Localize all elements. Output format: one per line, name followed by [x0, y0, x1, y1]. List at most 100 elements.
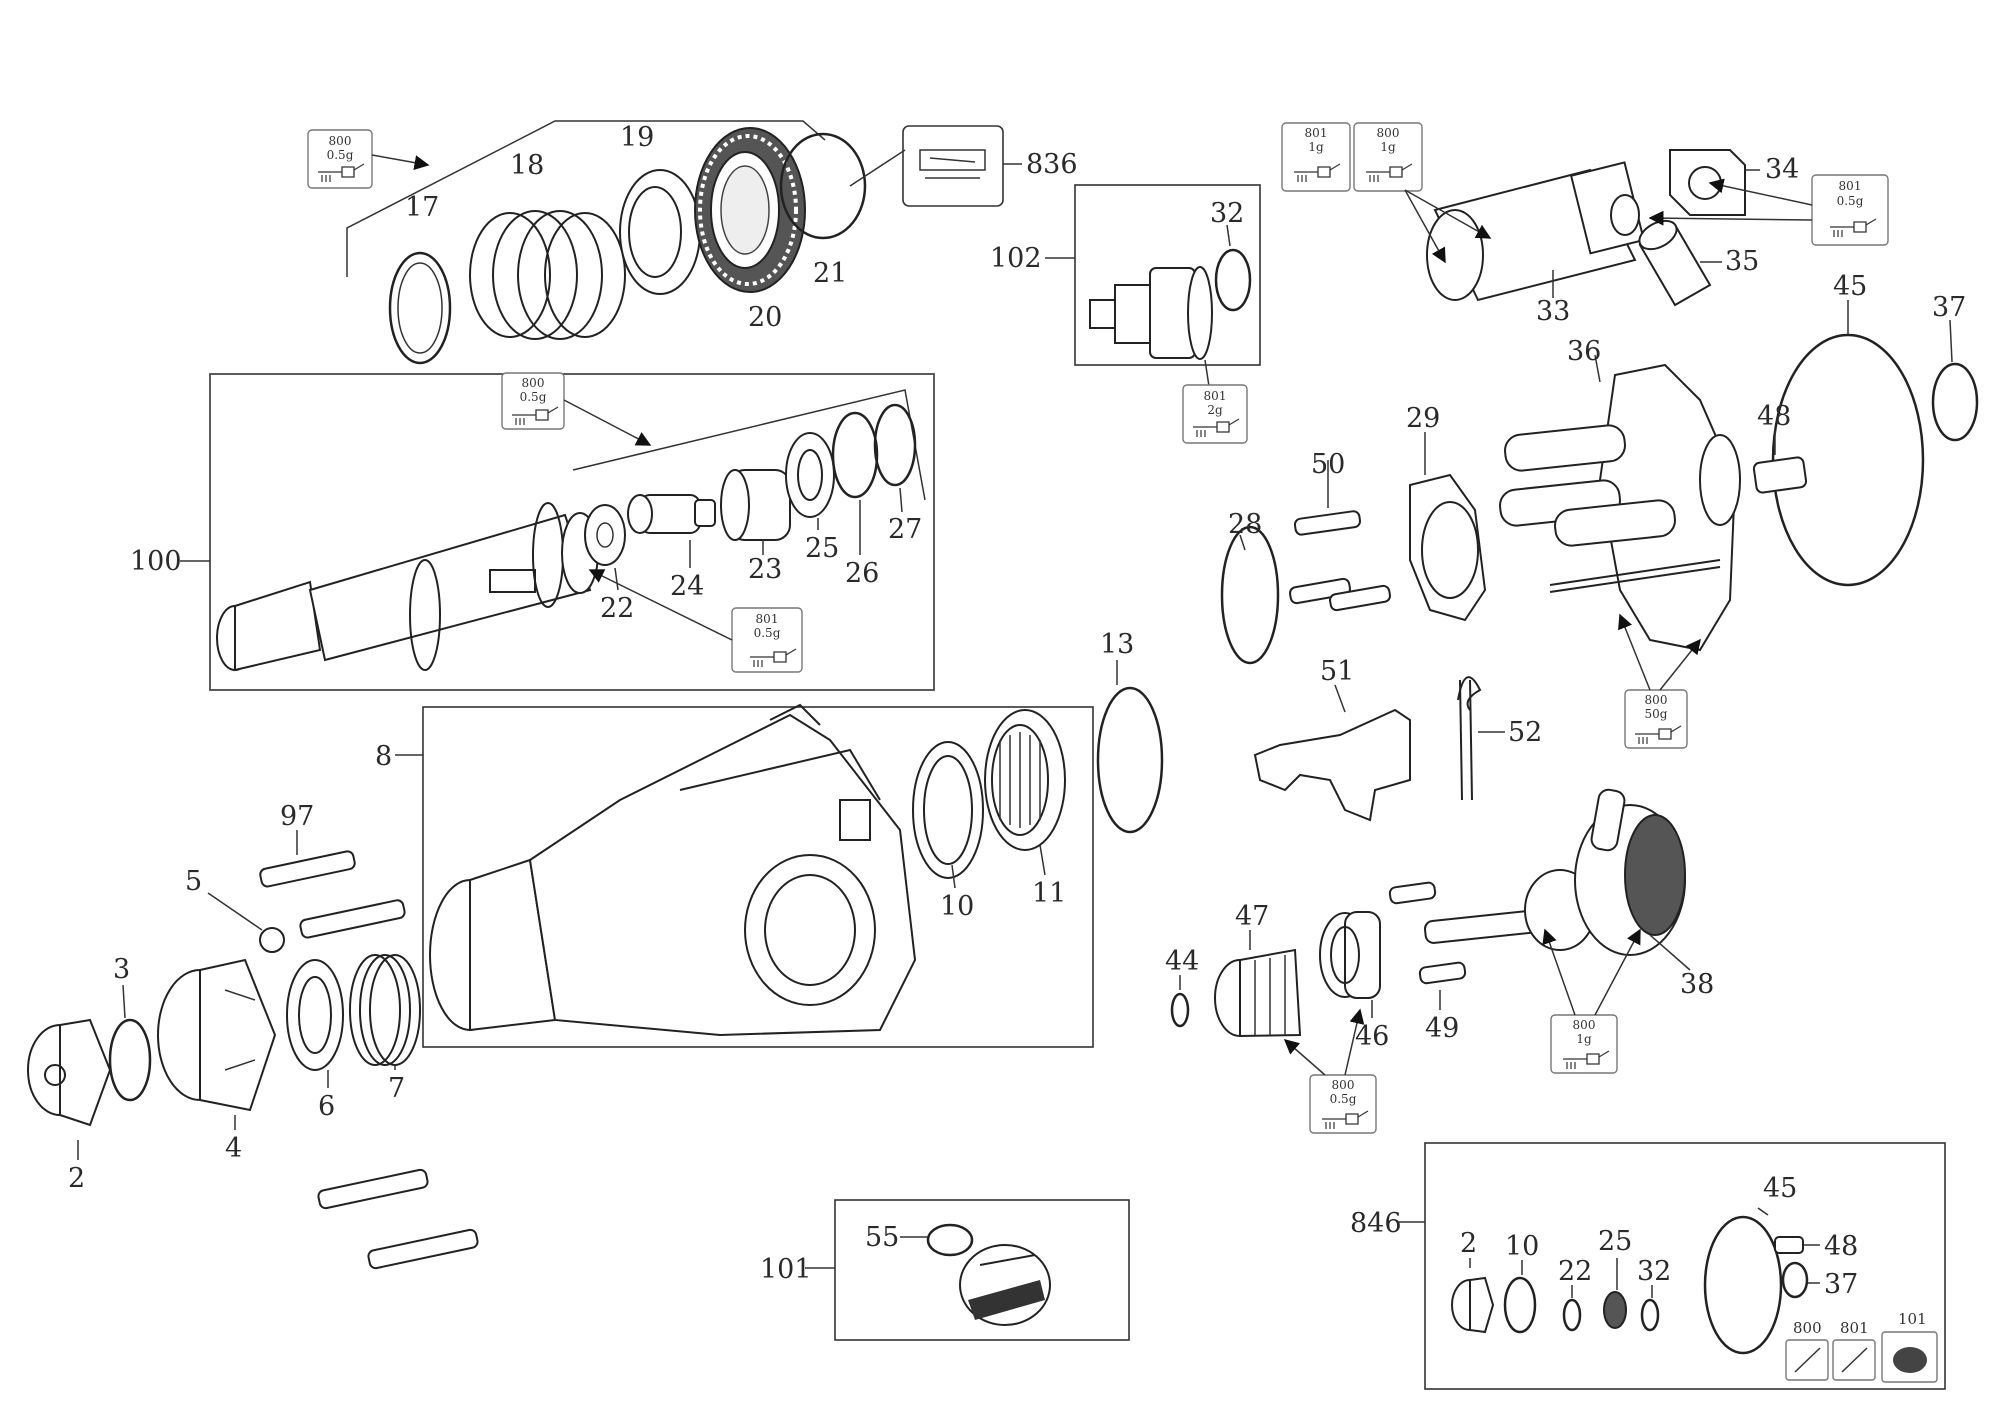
chuck-parts: [27, 830, 479, 1270]
callout: 18: [510, 150, 544, 181]
kit-label: 101: [1898, 1310, 1927, 1328]
grease-tag: 800 1g: [1353, 122, 1423, 192]
seal-10: [912, 741, 984, 879]
callout: 25: [805, 533, 839, 564]
svg-text:800: 800: [1645, 693, 1668, 707]
clutch-ring-19: [619, 169, 701, 295]
assembly-101: [805, 1199, 1130, 1341]
svg-text:800: 800: [1332, 1078, 1355, 1092]
kit-washer-22: [1562, 1298, 1582, 1332]
grease-tag: 800 0.5g: [1309, 1074, 1377, 1134]
kit-pin-48: [1774, 1236, 1804, 1254]
callout: 97: [280, 801, 314, 832]
callout: 3: [113, 954, 130, 985]
pin-35: [1638, 219, 1712, 307]
ring-17: [388, 251, 452, 365]
callout: 2: [68, 1163, 85, 1194]
o-ring-32: [1214, 248, 1252, 312]
clip-kit-836: [902, 125, 1004, 207]
callout: 55: [865, 1222, 899, 1253]
callout: 44: [1165, 946, 1199, 977]
grease-tag: 800 0.5g: [307, 129, 373, 189]
callout: 13: [1100, 629, 1134, 660]
washer-44: [1170, 992, 1190, 1028]
callout: 34: [1765, 154, 1799, 185]
grease-tag: 801 1g: [1281, 122, 1351, 192]
callout: 11: [1032, 878, 1066, 909]
kit-gasket-45: [1703, 1215, 1783, 1355]
callout: 35: [1725, 246, 1759, 277]
callout: 7: [388, 1073, 405, 1104]
callout: 836: [1026, 149, 1078, 180]
svg-text:1g: 1g: [1380, 140, 1396, 154]
svg-text:1g: 1g: [1308, 140, 1324, 154]
pin-48: [1752, 456, 1808, 494]
callout: 33: [1536, 296, 1570, 327]
block-34: [1669, 149, 1746, 216]
callout: 29: [1406, 403, 1440, 434]
svg-text:0.5g: 0.5g: [1330, 1092, 1357, 1106]
cap-2: [27, 1018, 112, 1127]
callout-labels: 17 18 19 20 21 836 102 32 33 34 35 36 37…: [68, 122, 1966, 1337]
washer-22: [584, 504, 626, 566]
kit-seal-10: [1503, 1276, 1537, 1334]
svg-text:2g: 2g: [1207, 403, 1223, 417]
bracket-51: [1253, 708, 1411, 822]
callout: 27: [888, 514, 922, 545]
grease-tag: 801 2g: [1182, 384, 1248, 444]
svg-text:0.5g: 0.5g: [327, 148, 354, 162]
svg-text:0.5g: 0.5g: [754, 626, 781, 640]
callout: 22: [1558, 1256, 1592, 1287]
sleeve-46: [1319, 911, 1381, 999]
motor-plate-group: 800 50g: [1499, 300, 1979, 749]
kit-label: 800: [1793, 1319, 1822, 1337]
callout: 45: [1763, 1173, 1797, 1204]
callout: 48: [1824, 1231, 1858, 1262]
sleeve-4: [157, 958, 277, 1112]
callout: 50: [1311, 449, 1345, 480]
callout: 28: [1228, 509, 1262, 540]
callout: 37: [1932, 292, 1966, 323]
callout: 21: [813, 258, 847, 289]
svg-text:801: 801: [1204, 389, 1227, 403]
svg-text:801: 801: [756, 612, 779, 626]
callout: 19: [620, 122, 654, 153]
callout: 17: [405, 192, 439, 223]
callout: 20: [748, 302, 782, 333]
screws-49: [1388, 881, 1467, 985]
grease-tag: 800 0.5g: [501, 372, 565, 430]
callout: 4: [225, 1133, 242, 1164]
kit-o-ring-32: [1640, 1298, 1660, 1332]
svg-text:801: 801: [1839, 179, 1862, 193]
spindle-body: [216, 502, 599, 672]
anvil-part: [1089, 266, 1213, 360]
callout: 48: [1757, 401, 1791, 432]
drive-parts: 800 1g 800 0.5g: [1170, 788, 1691, 1134]
svg-text:0.5g: 0.5g: [1837, 194, 1864, 208]
callout: 23: [748, 554, 782, 585]
spring-clip-52: [1457, 676, 1482, 801]
callout: 25: [1598, 1226, 1632, 1257]
callout: 10: [1505, 1231, 1539, 1262]
spring-18: [469, 210, 626, 340]
spindle-gear-38: [1423, 788, 1686, 956]
bearing-11: [984, 709, 1066, 851]
svg-text:800: 800: [1377, 126, 1400, 140]
callout: 2: [1460, 1228, 1477, 1259]
gear-20: [694, 127, 806, 293]
callout: 37: [1824, 1269, 1858, 1300]
circlip-21: [779, 132, 867, 240]
gear-housing: [429, 703, 917, 1037]
housing-8: [395, 703, 1094, 1048]
sleeve-23: [720, 469, 791, 541]
washer-13: [1096, 686, 1164, 834]
pin-24: [627, 494, 716, 534]
callout: 49: [1425, 1013, 1459, 1044]
kit-846: [1397, 1142, 1946, 1390]
grease-tag: 801 0.5g: [1811, 174, 1889, 246]
callout: 47: [1235, 901, 1269, 932]
callout: 32: [1637, 1256, 1671, 1287]
kit-label: 801: [1840, 1319, 1869, 1337]
callout: 52: [1508, 717, 1542, 748]
